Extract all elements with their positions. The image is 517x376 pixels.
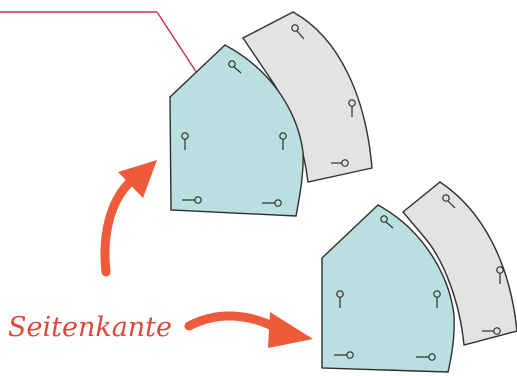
pin-icon (336, 290, 344, 308)
arrow-right-icon (184, 311, 313, 348)
pin-icon (291, 24, 305, 40)
pin-icon (433, 290, 441, 308)
pin-icon-horizontal (482, 327, 501, 335)
pin-icon (442, 194, 456, 209)
pin-icon (279, 132, 287, 150)
pin-icon-horizontal (416, 353, 436, 361)
pin-icon (181, 132, 189, 150)
pattern-group-bottom (321, 181, 517, 373)
pattern-piece-front-bottom (321, 204, 455, 373)
pin-icon (228, 60, 242, 74)
pin-icon (348, 99, 356, 117)
pattern-piece-front-top (169, 44, 304, 217)
pin-icon-horizontal (182, 196, 202, 204)
pin-icon-horizontal (331, 159, 349, 167)
arrow-up-icon (100, 160, 157, 277)
pin-icon (380, 215, 394, 229)
pin-icon-horizontal (334, 351, 354, 359)
pattern-group-top (169, 11, 373, 217)
pin-icon-horizontal (262, 199, 282, 207)
label-seitenkante: Seitenkante (8, 312, 172, 343)
pin-icon (496, 266, 504, 284)
